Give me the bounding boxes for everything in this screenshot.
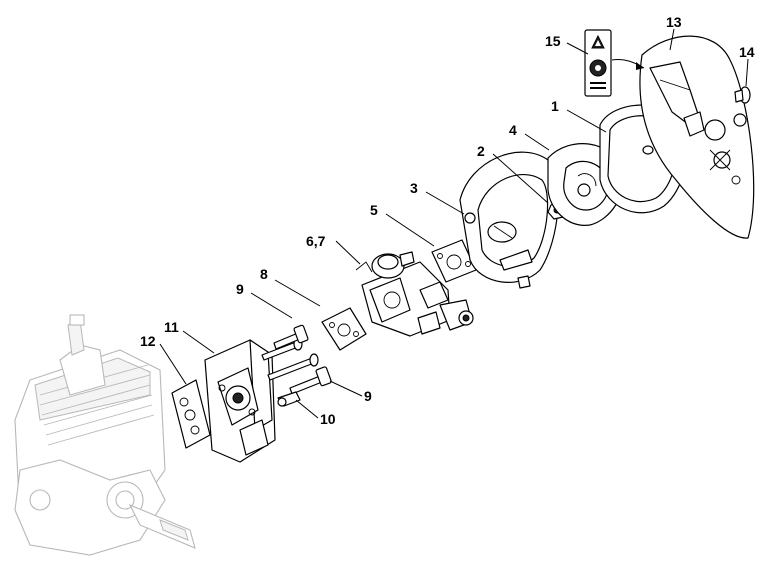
callout-4: 4 xyxy=(509,122,517,138)
callout-9-upper: 9 xyxy=(236,281,244,297)
clip-10 xyxy=(277,391,301,407)
filter-base-3 xyxy=(459,151,559,289)
cover-13 xyxy=(639,35,755,239)
callout-2: 2 xyxy=(477,143,485,159)
screw-9-upper xyxy=(273,324,309,350)
screw-9-lower xyxy=(289,366,332,395)
callout-6-7: 6,7 xyxy=(306,233,326,249)
long-screws xyxy=(261,337,319,381)
gasket-12 xyxy=(171,379,211,449)
carburetor-6-7 xyxy=(355,251,474,337)
callout-1: 1 xyxy=(551,98,559,114)
callout-3: 3 xyxy=(410,180,418,196)
callout-8: 8 xyxy=(260,266,268,282)
callout-13: 13 xyxy=(666,14,682,30)
callout-11: 11 xyxy=(164,319,179,335)
callout-5: 5 xyxy=(370,202,378,218)
callout-12: 12 xyxy=(140,333,156,349)
callout-14: 14 xyxy=(739,44,755,60)
engine-block xyxy=(14,314,196,556)
callout-10: 10 xyxy=(320,411,336,427)
callout-15: 15 xyxy=(545,33,561,49)
leader-lines xyxy=(159,28,749,419)
manifold-11 xyxy=(204,339,276,463)
callout-9-lower: 9 xyxy=(364,388,372,404)
warning-label-15 xyxy=(584,29,612,97)
screw-14 xyxy=(734,86,751,104)
label-arrow-head xyxy=(636,62,644,70)
gasket-8 xyxy=(321,307,367,351)
